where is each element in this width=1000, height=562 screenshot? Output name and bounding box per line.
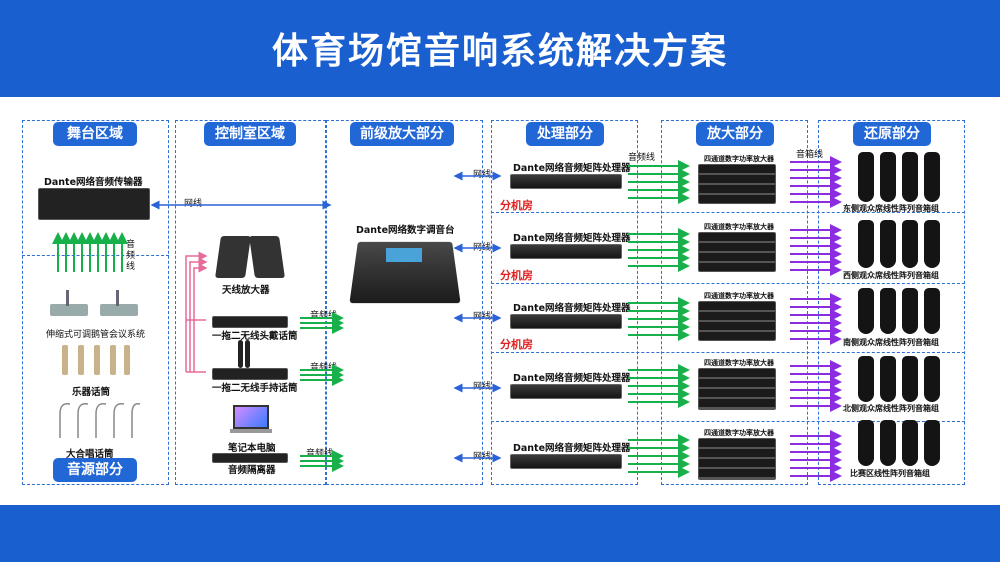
amplifier-label-1: 四通道数字功率放大器 <box>704 155 774 163</box>
choir-mic-device <box>59 402 141 438</box>
audio-cable-label-vertical: 音频线 <box>126 240 136 272</box>
laptop-label: 笔记本电脑 <box>228 443 276 454</box>
processor-label-3: Dante网络音频矩阵处理器 <box>513 303 631 314</box>
header-band <box>0 0 1000 97</box>
speaker-group-label-5: 比赛区线性阵列音箱组 <box>850 469 930 478</box>
amplifier-label-3: 四通道数字功率放大器 <box>704 292 774 300</box>
speaker-array-5 <box>856 420 950 468</box>
amplifier-stack-4 <box>698 368 776 410</box>
speaker-array-2 <box>856 220 950 272</box>
speaker-group-label-1: 东侧观众席线性阵列音箱组 <box>843 204 939 213</box>
stage-zone <box>22 120 169 485</box>
amplifier-stack-5 <box>698 438 776 480</box>
speaker-array-4 <box>856 356 950 406</box>
preamp-zone <box>326 120 483 485</box>
source-section-label: 音源部分 <box>53 458 137 482</box>
page-title: 体育场馆音响系统解决方案 <box>271 31 728 72</box>
choir-mic-label: 大合唱话筒 <box>66 449 114 460</box>
wireless-handheld-device <box>212 368 288 380</box>
audio-cable-label-isolator: 音频线 <box>306 449 334 459</box>
speaker-group-label-4: 北侧观众席线性阵列音箱组 <box>843 404 939 413</box>
preamp-section-label: 前级放大部分 <box>350 122 454 146</box>
row-divider-1 <box>491 212 965 213</box>
mixer-device <box>349 238 461 308</box>
control-zone <box>175 120 326 485</box>
stage-section-label: 舞台区域 <box>53 122 137 146</box>
processor-device-4 <box>510 384 622 399</box>
processor-label-4: Dante网络音频矩阵处理器 <box>513 373 631 384</box>
reproduction-zone <box>818 120 965 485</box>
audio-cable-label-headset: 音频线 <box>310 311 338 321</box>
speaker-group-label-2: 西侧观众席线性阵列音箱组 <box>843 271 939 280</box>
processor-device-5 <box>510 454 622 469</box>
audio-isolator-device <box>212 453 288 463</box>
row-divider-4 <box>491 421 965 422</box>
antenna-amp-label: 天线放大器 <box>222 285 270 296</box>
speaker-array-3 <box>856 288 950 338</box>
wireless-headset-device <box>212 316 288 328</box>
laptop-device <box>230 405 272 435</box>
stage-divider <box>22 255 169 256</box>
amplifier-stack-2 <box>698 232 776 272</box>
instrument-mic-label: 乐器话筒 <box>72 387 111 398</box>
sub-room-label-3: 分机房 <box>500 338 533 351</box>
reproduction-section-label: 还原部分 <box>853 122 931 146</box>
speaker-cable-label: 音箱线 <box>796 150 824 160</box>
amplifier-stack-1 <box>698 164 776 204</box>
dante-transmitter-label: Dante网络音频传输器 <box>44 177 143 188</box>
processor-label-5: Dante网络音频矩阵处理器 <box>513 443 631 454</box>
amplifier-label-2: 四通道数字功率放大器 <box>704 223 774 231</box>
processor-label-1: Dante网络音频矩阵处理器 <box>513 163 631 174</box>
processor-label-2: Dante网络音频矩阵处理器 <box>513 233 631 244</box>
audio-cable-label-processor: 音频线 <box>628 153 656 163</box>
speaker-group-label-3: 南侧观众席线性阵列音箱组 <box>843 338 939 347</box>
processor-device-2 <box>510 244 622 259</box>
row-divider-2 <box>491 283 965 284</box>
amplifier-label-4: 四通道数字功率放大器 <box>704 359 774 367</box>
audio-isolator-label: 音频隔离器 <box>228 465 276 476</box>
amplifier-label-5: 四通道数字功率放大器 <box>704 429 774 437</box>
footer-band <box>0 505 1000 562</box>
processing-section-label: 处理部分 <box>526 122 604 146</box>
wireless-handheld-label: 一拖二无线手持话筒 <box>212 383 298 394</box>
audio-cable-label-handheld: 音频线 <box>310 363 338 373</box>
mixer-label: Dante网络数字调音台 <box>356 225 455 236</box>
control-section-label: 控制室区域 <box>204 122 296 146</box>
row-divider-3 <box>491 352 965 353</box>
sub-room-label-1: 分机房 <box>500 199 533 212</box>
instrument-mic-device <box>60 345 130 377</box>
gooseneck-mic-device <box>50 290 140 318</box>
sub-room-label-2: 分机房 <box>500 269 533 282</box>
dante-transmitter-device <box>38 188 150 220</box>
processor-device-1 <box>510 174 622 189</box>
speaker-array-1 <box>856 152 950 204</box>
amplifier-stack-3 <box>698 301 776 341</box>
wireless-headset-label: 一拖二无线头戴话筒 <box>212 331 298 342</box>
wireless-handheld-mic-icon <box>238 340 250 368</box>
processor-device-3 <box>510 314 622 329</box>
gooseneck-mic-label: 伸缩式可调鹅管会议系统 <box>46 330 146 340</box>
amplification-section-label: 放大部分 <box>696 122 774 146</box>
